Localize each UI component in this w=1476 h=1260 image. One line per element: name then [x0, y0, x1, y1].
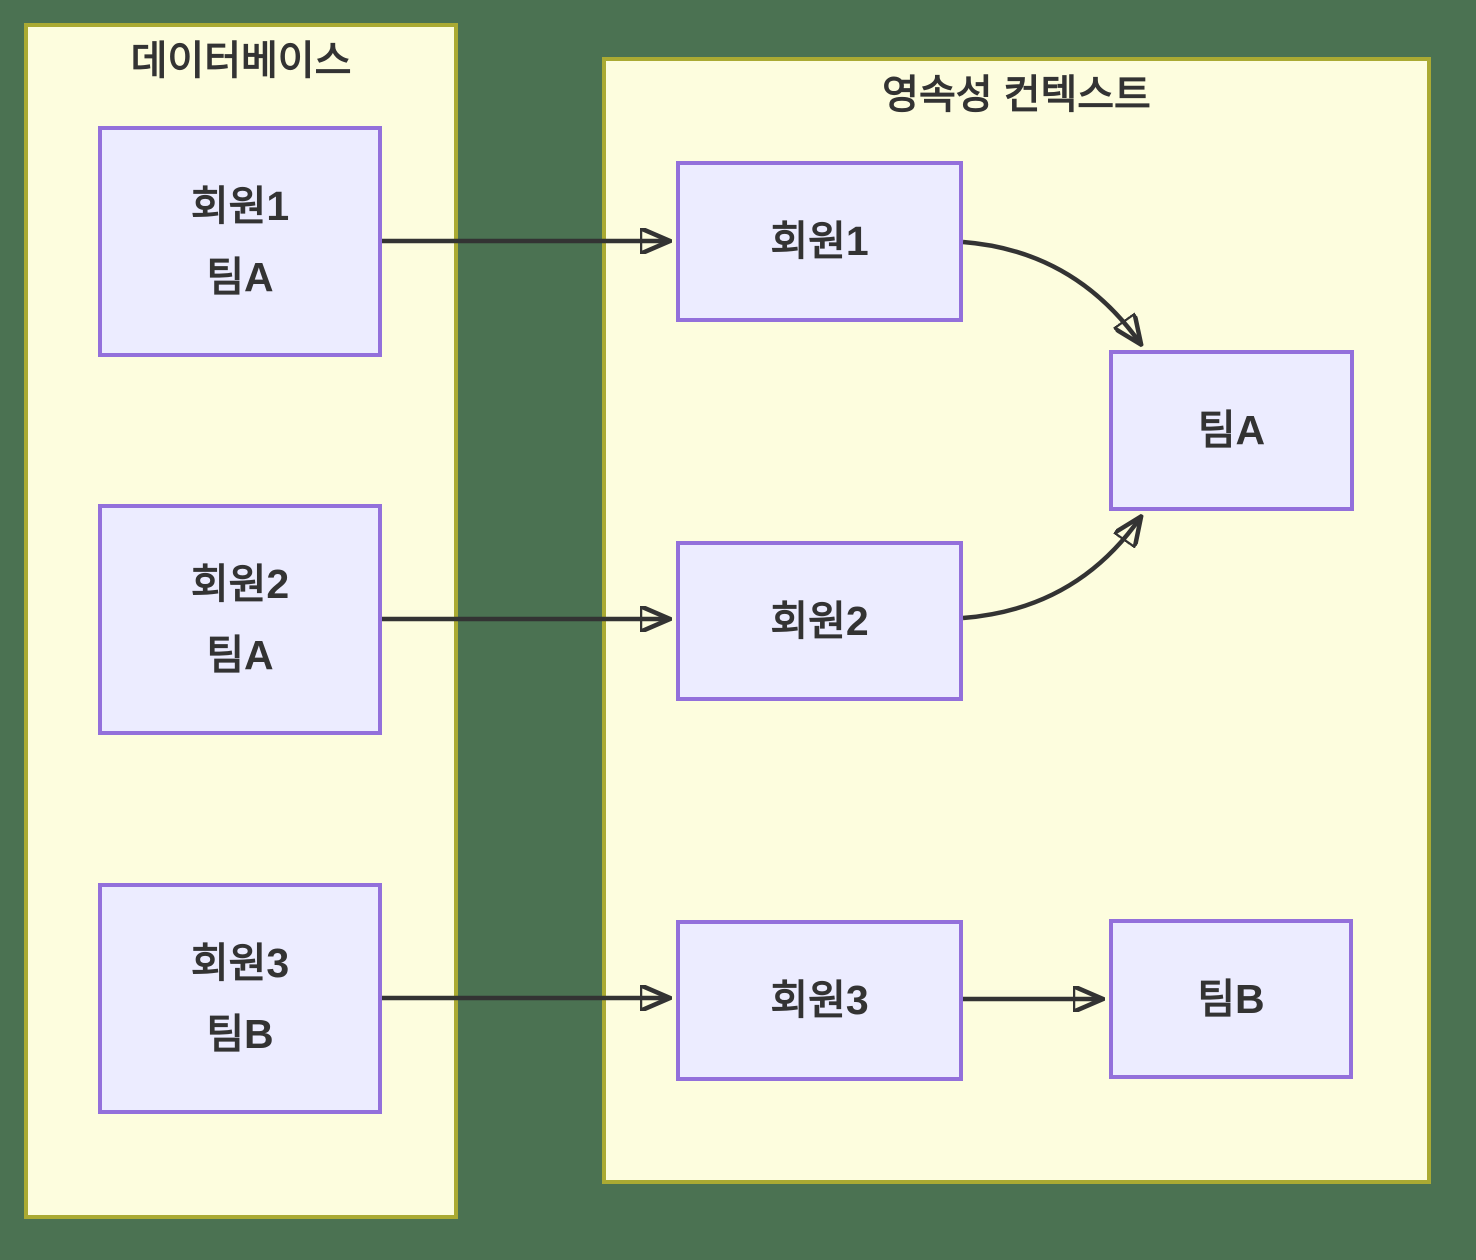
- node-pc-teamA-label: 팀A: [1197, 407, 1266, 454]
- node-pc-member1-label: 회원1: [770, 218, 869, 265]
- node-pc-teamB: 팀B: [1109, 919, 1353, 1079]
- node-db-member2-line2: 팀A: [206, 631, 274, 678]
- node-pc-teamA: 팀A: [1109, 350, 1354, 511]
- database-cluster-title: 데이터베이스: [130, 39, 352, 83]
- node-pc-member1: 회원1: [676, 161, 963, 322]
- node-pc-member2-label: 회원2: [770, 597, 869, 644]
- node-db-member3-line1: 회원3: [190, 939, 290, 986]
- node-db-member3-line2: 팀B: [206, 1010, 274, 1057]
- node-db-member2-line1: 회원2: [190, 560, 290, 607]
- node-pc-member3: 회원3: [676, 920, 963, 1081]
- persistence-context-cluster-title: 영속성 컨텍스트: [882, 73, 1151, 117]
- node-pc-member2: 회원2: [676, 541, 963, 701]
- node-db-member2-teamA: 회원2 팀A: [98, 504, 382, 735]
- node-db-member1-line1: 회원1: [190, 182, 290, 229]
- node-pc-member3-label: 회원3: [770, 977, 869, 1024]
- node-db-member3-teamB: 회원3 팀B: [98, 883, 382, 1114]
- node-db-member1-line2: 팀A: [206, 253, 274, 300]
- node-db-member1-teamA: 회원1 팀A: [98, 126, 382, 357]
- node-pc-teamB-label: 팀B: [1197, 975, 1265, 1022]
